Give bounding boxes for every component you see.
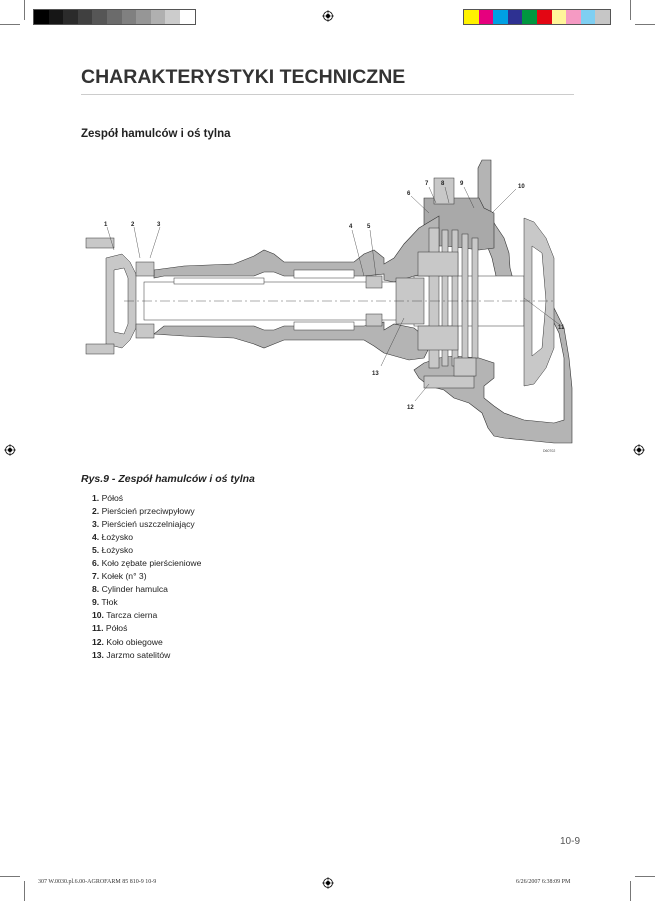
part-number: 1.	[92, 493, 100, 503]
crop-mark	[635, 876, 655, 877]
callout-5: 5	[367, 224, 371, 230]
crop-mark	[0, 24, 20, 25]
part-number: 12.	[92, 636, 104, 647]
color-swatch	[536, 10, 552, 24]
callout-4: 4	[349, 224, 353, 230]
footer-file-info: 307 W.0030.pl.6.00-AGROFARM 85 810-9 10-…	[38, 879, 157, 885]
part-label: Pierścień uszczelniający	[101, 519, 195, 530]
part-label: Koło obiegowe	[106, 636, 163, 647]
parts-list-item: 2. Pierścień przeciwpyłowy	[92, 505, 201, 518]
part-number: 9.	[92, 597, 100, 608]
crop-mark	[635, 24, 655, 25]
part-number: 13.	[92, 649, 104, 660]
parts-list-item: 3. Pierścień uszczelniający	[92, 518, 201, 531]
crop-mark	[630, 881, 631, 901]
color-swatch	[106, 10, 122, 24]
callout-10: 10	[518, 184, 525, 190]
callout-2: 2	[131, 222, 135, 228]
color-swatch	[165, 10, 180, 24]
color-swatch	[566, 10, 581, 24]
callout-11: 11	[558, 325, 565, 331]
parts-list-item: 6. Koło zębate pierścieniowe	[92, 557, 201, 570]
part-number: 4.	[92, 532, 100, 543]
part-number: 5.	[92, 545, 100, 556]
color-swatch	[77, 10, 93, 24]
color-swatch	[507, 10, 523, 24]
registration-mark-bottom-icon	[322, 877, 334, 889]
section-heading: Zespół hamulców i oś tylna	[81, 128, 231, 140]
crop-mark	[24, 881, 25, 901]
parts-list-item: 13. Jarzmo satelitów	[92, 649, 201, 662]
part-label: Łożysko	[101, 532, 134, 543]
brake-assembly-drawing: 1 2 3 4 5 6 7 8 9 10 11 12 13 D60702	[85, 159, 573, 453]
grayscale-color-bar	[33, 9, 196, 25]
callout-9: 9	[460, 181, 464, 187]
part-label: Cylinder hamulca	[101, 584, 168, 595]
color-swatch	[551, 10, 567, 24]
color-swatch	[478, 10, 494, 24]
registration-mark-left-icon	[4, 444, 16, 456]
parts-list-item: 10. Tarcza cierna	[92, 609, 201, 622]
color-swatch	[595, 10, 610, 24]
callout-8: 8	[441, 181, 445, 187]
callout-6: 6	[407, 191, 411, 197]
color-swatch	[522, 10, 537, 24]
process-color-bar	[463, 9, 611, 25]
color-swatch	[179, 10, 195, 24]
part-label: Łożysko	[101, 545, 134, 556]
part-number: 8.	[92, 584, 100, 595]
page-title: CHARAKTERYSTYKI TECHNICZNE	[81, 66, 406, 88]
drawing-code: D60702	[543, 449, 555, 453]
figure-caption: Rys.9 - Zespół hamulców i oś tylna	[81, 473, 255, 485]
part-label: Tarcza cierna	[106, 610, 158, 621]
color-swatch	[493, 10, 508, 24]
part-number: 11.	[92, 623, 104, 634]
parts-list-item: 5. Łożysko	[92, 544, 201, 557]
part-label: Kołek (n° 3)	[101, 571, 147, 582]
callout-12: 12	[407, 405, 414, 411]
registration-mark-top-icon	[322, 10, 334, 22]
registration-mark-right-icon	[633, 444, 645, 456]
color-swatch	[63, 10, 78, 24]
color-swatch	[48, 10, 64, 24]
callout-7: 7	[425, 181, 429, 187]
part-label: Półoś	[105, 623, 128, 634]
part-number: 2.	[92, 506, 100, 517]
parts-list-item: 12. Koło obiegowe	[92, 636, 201, 649]
color-swatch	[92, 10, 107, 24]
part-label: Tłok	[101, 597, 118, 608]
parts-list-item: 1. Półoś	[92, 492, 201, 505]
parts-list-item: 8. Cylinder hamulca	[92, 583, 201, 596]
crop-mark	[24, 0, 25, 20]
parts-list-item: 7. Kołek (n° 3)	[92, 570, 201, 583]
parts-list-item: 11. Półoś	[92, 622, 201, 635]
part-label: Pierścień przeciwpyłowy	[101, 506, 195, 517]
callout-1: 1	[104, 222, 108, 228]
title-divider	[81, 94, 574, 95]
callout-13: 13	[372, 371, 379, 377]
color-swatch	[150, 10, 166, 24]
color-swatch	[464, 10, 479, 24]
color-swatch	[580, 10, 596, 24]
part-number: 6.	[92, 558, 100, 569]
parts-list-item: 4. Łożysko	[92, 531, 201, 544]
part-number: 10.	[92, 610, 104, 621]
color-swatch	[34, 10, 49, 24]
crop-mark	[0, 876, 20, 877]
part-label: Jarzmo satelitów	[106, 649, 171, 660]
callout-3: 3	[157, 222, 161, 228]
color-swatch	[121, 10, 137, 24]
crop-mark	[630, 0, 631, 20]
color-swatch	[136, 10, 151, 24]
page-number: 10-9	[560, 836, 581, 847]
part-label: Półoś	[101, 493, 124, 503]
part-number: 3.	[92, 519, 100, 530]
parts-list-item: 9. Tłok	[92, 596, 201, 609]
part-label: Koło zębate pierścieniowe	[101, 558, 202, 569]
footer-timestamp: 6/26/2007 6:38:09 PM	[516, 879, 571, 885]
part-number: 7.	[92, 571, 100, 582]
